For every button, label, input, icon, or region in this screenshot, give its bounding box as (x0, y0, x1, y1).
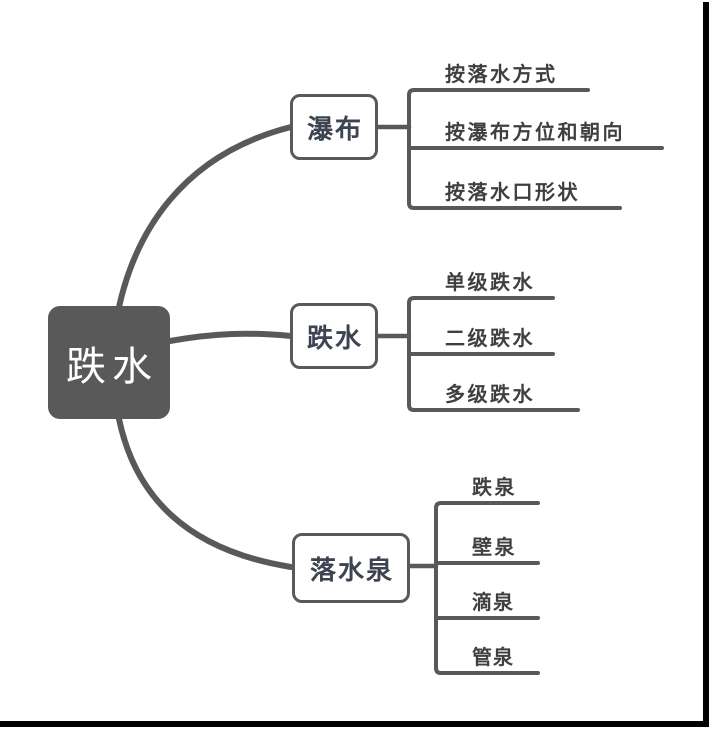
child-topic-by-orientation[interactable]: 按瀑布方位和朝向 (445, 122, 625, 144)
child-topic-by-outlet-shape[interactable]: 按落水口形状 (445, 182, 580, 204)
curve-root-to-dropwater (167, 330, 294, 344)
child-topic-drip-spring[interactable]: 滴泉 (472, 592, 514, 614)
bracket-waterfall-children (407, 88, 664, 210)
branch-node-fallingspring[interactable]: 落水泉 (292, 533, 410, 603)
frame-border-right (703, 2, 709, 727)
child-topic-multi-stage[interactable]: 多级跌水 (445, 384, 535, 406)
bracket-fallingspring-children (434, 501, 540, 675)
curve-root-to-waterfall (116, 124, 294, 310)
curve-root-to-fallingspring (116, 416, 294, 570)
child-topic-drop-spring[interactable]: 跌泉 (472, 477, 517, 499)
child-topic-two-stage[interactable]: 二级跌水 (445, 328, 535, 350)
branch-node-dropwater[interactable]: 跌水 (290, 303, 378, 369)
root-topic[interactable]: 跌水 (48, 306, 170, 419)
child-topic-pipe-spring[interactable]: 管泉 (472, 647, 514, 669)
child-topic-wall-spring[interactable]: 壁泉 (472, 537, 517, 559)
bracket-dropwater-children (407, 296, 580, 412)
child-topic-by-falling-method[interactable]: 按落水方式 (445, 64, 558, 86)
child-topic-single-stage[interactable]: 单级跌水 (445, 272, 535, 294)
branch-node-waterfall[interactable]: 瀑布 (290, 94, 378, 160)
frame-border-bottom (0, 721, 709, 727)
